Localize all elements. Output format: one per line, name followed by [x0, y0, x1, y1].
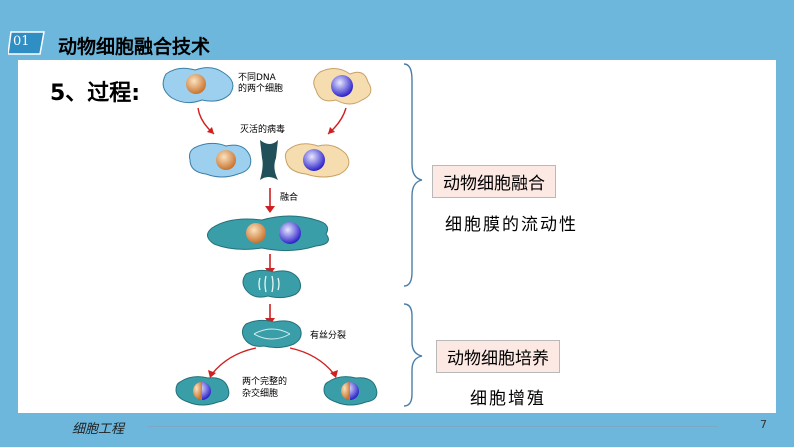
arrowhead — [208, 370, 216, 378]
arrowhead — [265, 206, 275, 213]
section-badge: 01 — [13, 34, 30, 49]
chromosomes-icon — [258, 275, 280, 293]
cells-label-1: 不同DNA — [238, 72, 277, 83]
cells-label-2: 的两个细胞 — [238, 82, 283, 94]
brace-fusion — [403, 63, 423, 287]
nucleus-blue — [331, 75, 353, 97]
section-badge-icon — [8, 31, 45, 55]
virus-label: 灭活的病毒 — [240, 123, 285, 135]
content-panel — [18, 60, 776, 413]
arrow-right-2 — [289, 347, 335, 375]
footer-divider — [148, 426, 718, 427]
fusion-technique-box: 动物细胞融合 — [432, 165, 556, 198]
nucleus-orange — [216, 150, 236, 170]
page-title: 动物细胞融合技术 — [58, 36, 211, 58]
step-label: 5、过程: — [50, 81, 141, 106]
nucleus-blue — [279, 222, 301, 244]
nucleus-orange — [246, 223, 266, 243]
mitosis-label: 有丝分裂 — [310, 329, 346, 341]
hybrid-nucleus-half — [193, 382, 202, 400]
result-label-2: 杂交细胞 — [242, 387, 278, 399]
fused-cell — [207, 215, 329, 252]
fusion-label: 融合 — [280, 191, 298, 203]
virus-icon — [260, 140, 278, 180]
culture-principle: 细胞增殖 — [470, 389, 546, 409]
footer-title: 细胞工程 — [72, 422, 125, 437]
dividing-cell — [242, 269, 302, 299]
hybrid-nucleus-half — [341, 382, 350, 400]
arrowhead — [330, 370, 338, 378]
mitosis-cell — [241, 319, 302, 349]
page-number: 7 — [760, 418, 767, 431]
arrowhead — [328, 127, 335, 134]
nucleus-orange — [186, 74, 206, 94]
arrow-left-2 — [211, 347, 257, 375]
culture-technique-box: 动物细胞培养 — [436, 340, 560, 373]
fusion-principle: 细胞膜的流动性 — [445, 215, 578, 235]
spindle-icon — [253, 328, 291, 340]
cell-fusion-diagram: 不同DNA 的两个细胞 灭活的病毒 融合 — [162, 63, 423, 407]
brace-culture — [403, 303, 423, 407]
nucleus-blue — [303, 149, 325, 171]
result-label-1: 两个完整的 — [242, 375, 287, 387]
arrowhead — [207, 127, 214, 134]
